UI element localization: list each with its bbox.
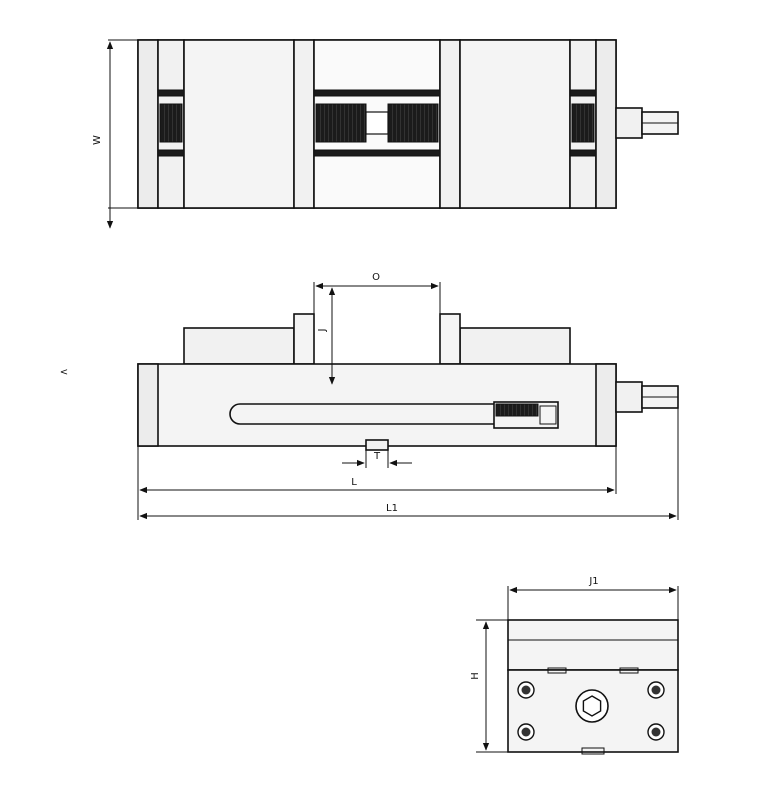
left-rail-bar (157, 89, 185, 97)
front-left-end (137, 363, 159, 447)
w-label: W (92, 135, 103, 145)
bolt-head-icon (517, 681, 535, 699)
thread-hatch-icon (495, 403, 539, 417)
hex-socket-icon (575, 689, 609, 723)
stray-mark: < (60, 367, 68, 378)
side-jaw-top (507, 619, 679, 671)
thread-hatch-icon (159, 103, 183, 143)
right-rail-bar (569, 149, 597, 157)
thread-hatch-icon (387, 103, 439, 143)
top-shaft-collar (615, 107, 643, 139)
front-right-end (595, 363, 617, 447)
front-view: O J T L L1 < (60, 272, 679, 520)
right-rail-bar (569, 89, 597, 97)
l-label: L (351, 477, 357, 488)
o-label: O (372, 272, 380, 283)
h-label: H (470, 672, 481, 680)
thread-hatch-icon (315, 103, 367, 143)
top-view: W (92, 39, 679, 229)
front-slot (229, 403, 501, 425)
top-left-end-plate (137, 39, 159, 209)
side-top-groove (547, 667, 567, 674)
t-label: T (373, 451, 381, 462)
front-left-jaw-plate (183, 327, 295, 365)
bolt-head-icon (647, 723, 665, 741)
top-center-jaw-left (293, 39, 315, 209)
top-left-slide-block (183, 39, 295, 209)
bolt-head-icon (647, 681, 665, 699)
thread-hatch-icon (571, 103, 595, 143)
top-center-jaw-right (439, 39, 461, 209)
side-bottom-key (581, 747, 605, 755)
bolt-head-icon (517, 723, 535, 741)
j-label: J (317, 329, 328, 333)
j1-label: J1 (588, 576, 598, 587)
front-right-jaw-post (439, 313, 461, 365)
top-rail-bar (313, 149, 441, 157)
front-key (365, 439, 389, 451)
top-rail-bar (313, 89, 441, 97)
front-left-jaw-post (293, 313, 315, 365)
top-right-end-plate (595, 39, 617, 209)
screw-shaft (365, 111, 389, 135)
side-view: J1 H (470, 576, 679, 755)
nut-inner (539, 405, 557, 425)
left-rail-bar (157, 149, 185, 157)
top-right-slide-block (459, 39, 571, 209)
l1-label: L1 (386, 503, 398, 514)
side-top-groove (619, 667, 639, 674)
front-right-jaw-plate (459, 327, 571, 365)
front-shaft-collar (615, 381, 643, 413)
